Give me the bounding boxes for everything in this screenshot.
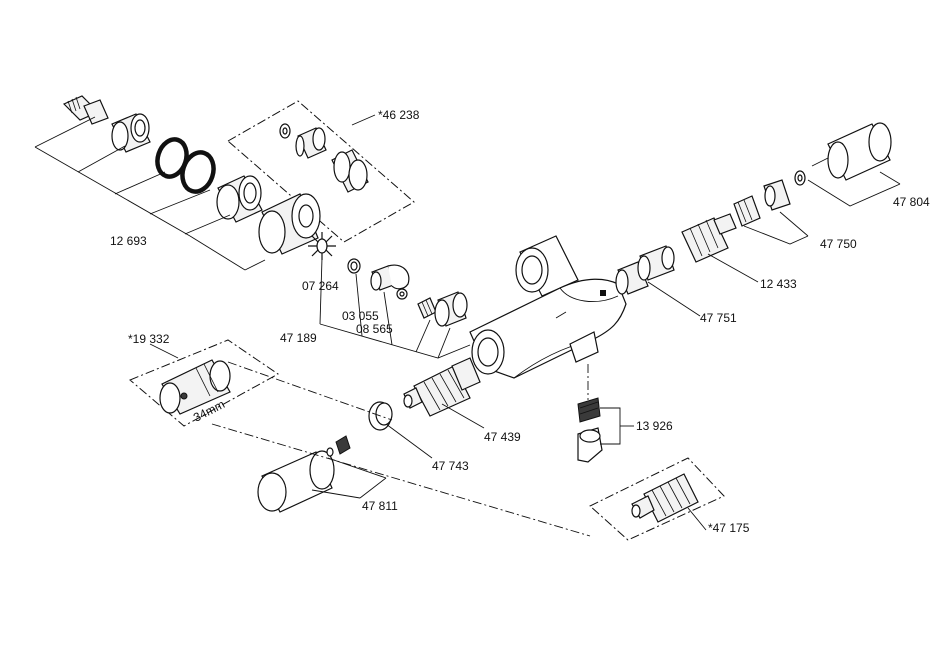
part-13926 bbox=[578, 398, 602, 462]
part-47439 bbox=[404, 358, 480, 416]
leader-47804 bbox=[808, 172, 900, 206]
label-03055: 03 055 bbox=[342, 309, 379, 323]
label-07264: 07 264 bbox=[302, 279, 339, 293]
leader-47743 bbox=[386, 424, 432, 458]
label-19332: *19 332 bbox=[128, 332, 170, 346]
leader-13926 bbox=[600, 408, 620, 444]
label-08565: 08 565 bbox=[356, 322, 393, 336]
parts-12693 bbox=[64, 96, 320, 254]
leader-12433 bbox=[708, 254, 758, 282]
label-46238: *46 238 bbox=[378, 108, 420, 122]
part-47811 bbox=[258, 436, 350, 512]
part-47804 bbox=[812, 123, 891, 180]
label-47804: 47 804 bbox=[893, 195, 930, 209]
part-47750 bbox=[734, 171, 805, 226]
label-47189: 47 189 bbox=[280, 331, 317, 345]
label-47811: 47 811 bbox=[362, 499, 398, 513]
label-47439: 47 439 bbox=[484, 430, 521, 444]
leader-47751 bbox=[648, 282, 700, 316]
label-47743: 47 743 bbox=[432, 459, 469, 473]
leader-47439 bbox=[442, 404, 484, 428]
label-12693: 12 693 bbox=[110, 234, 147, 248]
label-12433: 12 433 bbox=[760, 277, 797, 291]
leader-47175 bbox=[688, 508, 706, 530]
kit-46238-box bbox=[228, 101, 414, 242]
label-47751: 47 751 bbox=[700, 311, 737, 325]
mixer-body bbox=[470, 236, 626, 378]
label-47750: 47 750 bbox=[820, 237, 857, 251]
part-47751 bbox=[616, 246, 674, 294]
label-13926: 13 926 bbox=[636, 419, 673, 433]
label-47175: *47 175 bbox=[708, 521, 750, 535]
